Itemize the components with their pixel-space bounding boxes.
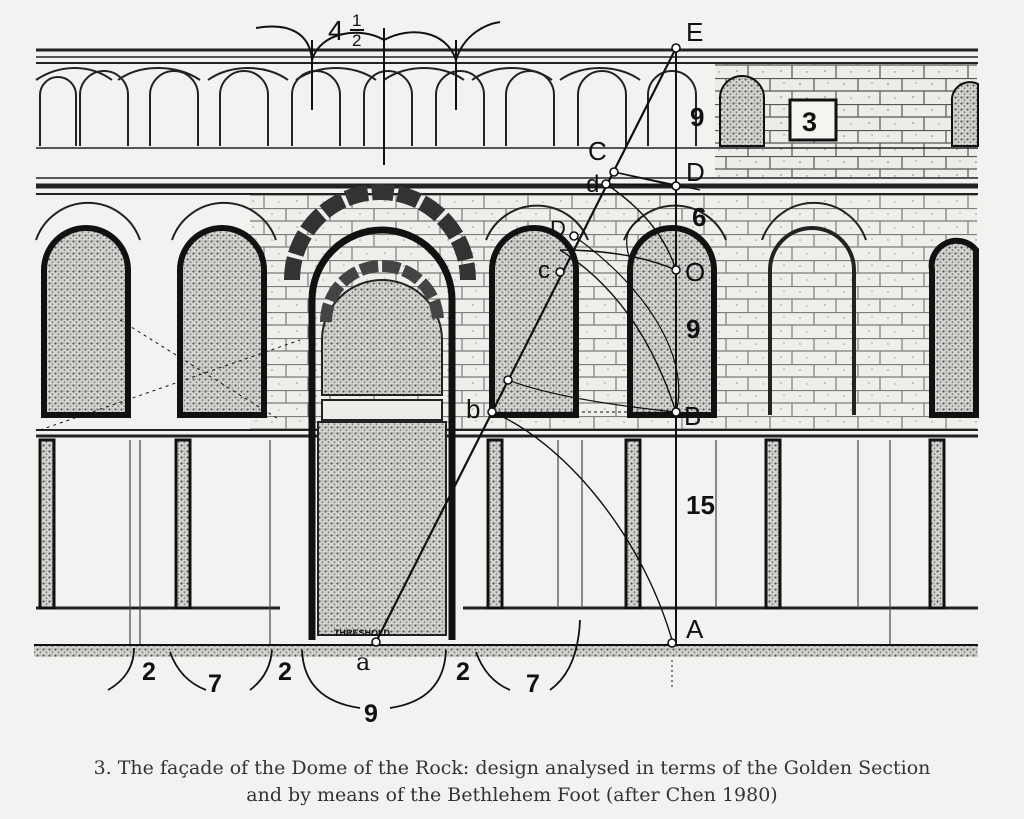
bottom-dim-6: 7 (526, 670, 540, 698)
svg-text:1: 1 (352, 11, 361, 30)
figure-caption: 3. The façade of the Dome of the Rock: d… (0, 755, 1024, 809)
caption-line-2: and by means of the Bethlehem Foot (afte… (246, 784, 778, 806)
top-dimension-arcs (255, 21, 501, 165)
point-D-small (569, 231, 579, 241)
dimension-box-3 (788, 98, 838, 142)
point-d (601, 179, 611, 189)
point-b (487, 407, 497, 417)
point-labels: E D O B A C d D c b a (356, 17, 705, 676)
dim-mid-a: 6 (692, 202, 706, 232)
window-5 (627, 225, 717, 418)
point-E (671, 43, 681, 53)
window-2 (177, 225, 267, 418)
dim-lower: 15 (686, 490, 715, 520)
label-A: A (686, 614, 704, 644)
central-doorway (284, 184, 476, 640)
construction-lines (39, 47, 701, 690)
window-7 (928, 237, 979, 418)
bottom-dimensions: 2 7 2 9 2 7 (142, 658, 540, 728)
bottom-dim-1: 2 (142, 658, 156, 686)
point-B (671, 407, 681, 417)
dim-box-3: 3 (802, 107, 817, 137)
point-O (671, 265, 681, 275)
label-B: B (684, 401, 701, 431)
point-D (671, 181, 681, 191)
facade-diagram: 4 1 2 3 E D O B A C d D c b a 9 6 9 15 (34, 11, 979, 728)
bottom-dim-5: 2 (456, 658, 470, 686)
bottom-dim-4: 9 (364, 700, 378, 728)
arcade-windows (41, 225, 979, 418)
facade-structure (34, 48, 979, 657)
point-mid (503, 375, 513, 385)
label-C: C (588, 136, 607, 166)
threshold-label: THRESHOLD (334, 628, 391, 638)
label-O: O (685, 257, 705, 287)
window-1 (41, 225, 131, 418)
bottom-dim-2: 7 (208, 670, 222, 698)
top-dimension-label: 4 1 2 (328, 11, 364, 50)
bottom-dimension-arcs (107, 619, 581, 709)
window-6-masonry-arch (768, 226, 856, 415)
diagonal-aE (375, 47, 677, 643)
label-D: D (686, 157, 705, 187)
point-a (371, 637, 381, 647)
bottom-dim-3: 2 (278, 658, 292, 686)
dim-mid-b: 9 (686, 314, 700, 344)
label-D-small: D (550, 216, 566, 241)
point-C (609, 167, 619, 177)
svg-text:2: 2 (352, 31, 361, 50)
caption-line-1: 3. The façade of the Dome of the Rock: d… (93, 757, 931, 779)
label-c: c (538, 257, 550, 284)
ground-line (34, 645, 978, 657)
lower-piers (38, 438, 946, 610)
dim-upper: 9 (690, 102, 704, 132)
label-E: E (686, 17, 703, 47)
svg-text:4: 4 (328, 15, 344, 46)
label-d: d (586, 171, 599, 198)
label-a: a (356, 648, 370, 676)
label-b: b (466, 394, 480, 424)
parapet-arcade (35, 67, 697, 146)
point-c (555, 267, 565, 277)
point-A (667, 638, 677, 648)
vertical-dimensions: 9 6 9 15 (686, 102, 715, 520)
point-markers (371, 43, 681, 648)
